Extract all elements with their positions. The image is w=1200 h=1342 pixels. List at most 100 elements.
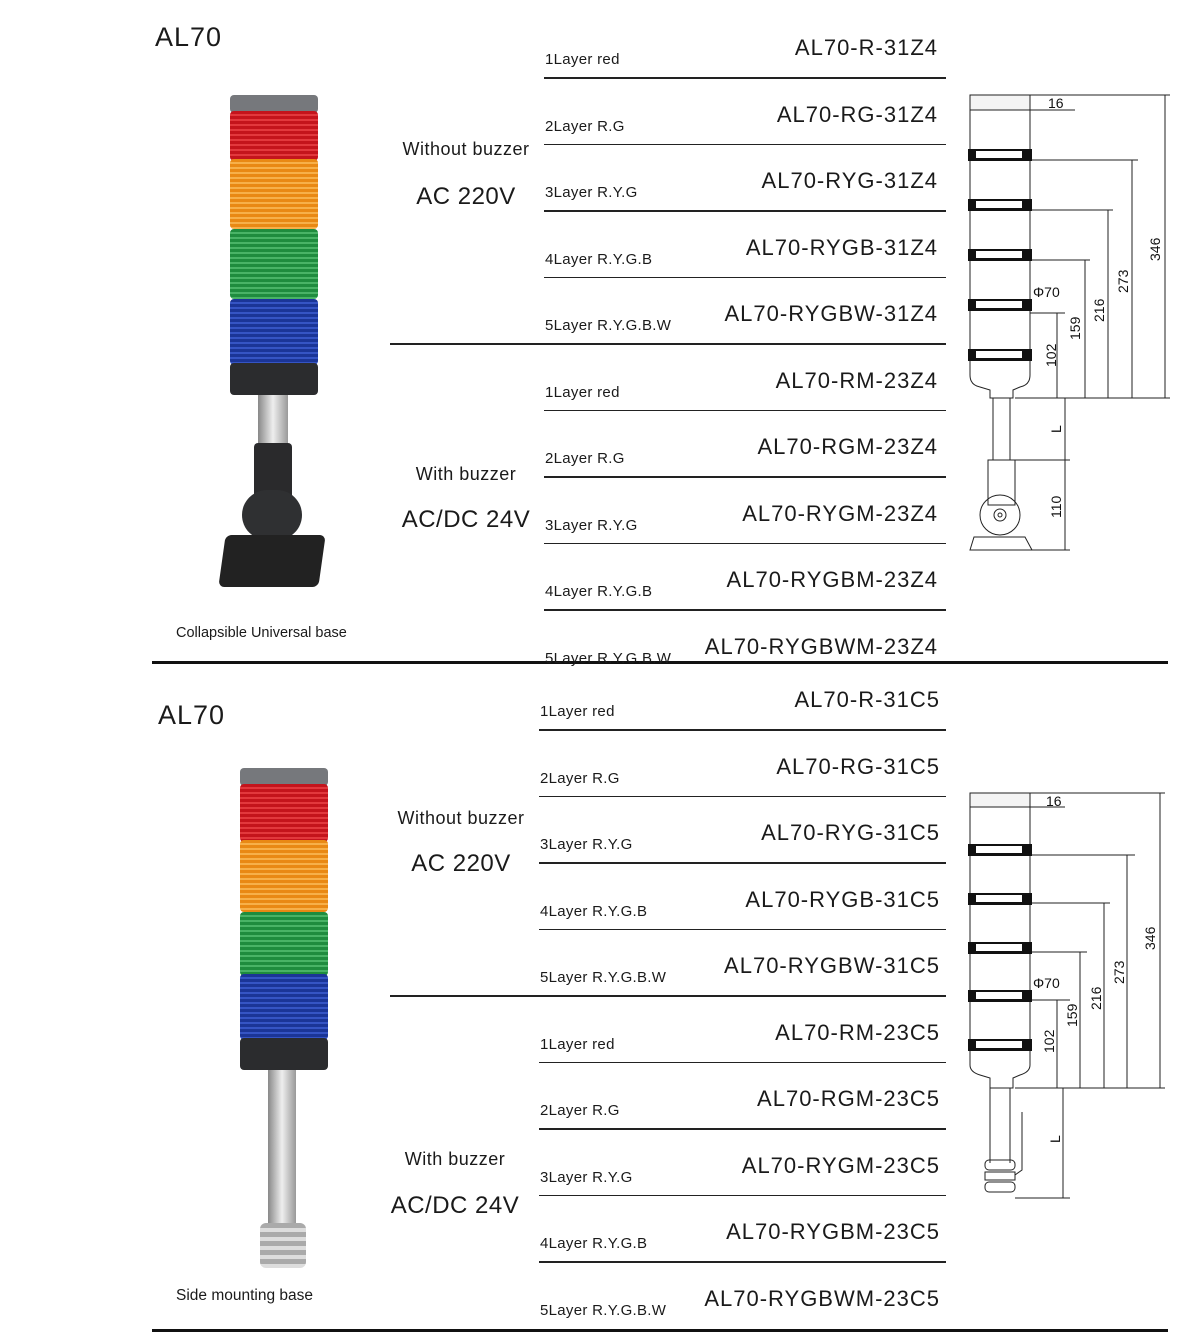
row-divider	[544, 143, 946, 145]
model-number: AL70-RYGB-31Z4	[745, 234, 938, 260]
layer-label: 3Layer R.Y.G	[540, 1168, 633, 1186]
model-number: AL70-RYGBW-31C5	[724, 953, 940, 978]
row-divider	[544, 77, 946, 79]
row-divider	[544, 210, 946, 212]
dim-pole-length: L	[1047, 1135, 1063, 1143]
dim-pole-length: L	[1048, 425, 1064, 433]
group-name: With buzzer	[404, 1149, 506, 1169]
green-layer	[230, 229, 318, 299]
blue-layer	[240, 974, 328, 1040]
row-divider	[539, 928, 946, 930]
layer-label: 3Layer R.Y.G	[545, 184, 638, 201]
orange-layer	[230, 159, 318, 229]
model-number: AL70-RYGM-23Z4	[742, 500, 938, 526]
section-title: AL70	[155, 22, 223, 52]
model-number: AL70-RYG-31C5	[761, 820, 940, 845]
row-divider	[539, 1128, 946, 1130]
layer-label: 2Layer R.G	[545, 117, 625, 135]
layer-label: 1Layer red	[540, 1035, 615, 1053]
dim-346: 346	[1147, 237, 1163, 261]
dim-top: 16	[1048, 95, 1064, 111]
row-divider	[544, 476, 946, 478]
model-number: AL70-RYGBW-31Z4	[724, 301, 938, 326]
group-divider	[390, 995, 946, 997]
red-layer	[230, 111, 318, 161]
pole	[258, 395, 288, 445]
model-number: AL70-RYGB-31C5	[745, 886, 940, 912]
model-number: AL70-RYGBM-23Z4	[726, 567, 938, 592]
model-number: AL70-RGM-23C5	[757, 1086, 940, 1111]
row-divider	[544, 609, 946, 611]
model-number: AL70-RM-23Z4	[775, 367, 938, 393]
dim-diameter: Φ70	[1033, 284, 1060, 300]
layer-label: 1Layer red	[545, 383, 620, 401]
layer-label: 5Layer R.Y.G.B.W	[540, 1301, 667, 1319]
model-number: AL70-RM-23C5	[775, 1019, 940, 1045]
row-divider	[539, 1194, 946, 1196]
layer-label: 3Layer R.Y.G	[545, 516, 638, 534]
dim-102: 102	[1041, 1029, 1057, 1053]
model-number: AL70-R-31Z4	[794, 35, 938, 60]
model-number: AL70-RG-31Z4	[776, 101, 938, 127]
section-title: AL70	[158, 700, 226, 730]
group-name: Without buzzer	[397, 808, 525, 828]
tower-light-photo-side-mount	[240, 768, 328, 1278]
row-divider	[544, 276, 946, 278]
layer-label: 4Layer R.Y.G.B	[540, 1235, 648, 1252]
row-divider	[539, 1061, 946, 1063]
dim-110: 110	[1048, 495, 1064, 518]
row-divider	[544, 409, 946, 411]
model-number: AL70-RYGBM-23C5	[726, 1219, 940, 1244]
layer-label: 1Layer red	[545, 51, 620, 68]
layer-label: 5Layer R.Y.G.B.W	[545, 317, 672, 334]
layer-label: 4Layer R.Y.G.B	[545, 250, 653, 268]
layer-label: 2Layer R.G	[540, 769, 620, 787]
model-number: AL70-RYG-31Z4	[761, 168, 938, 193]
group-name: Without buzzer	[402, 139, 530, 159]
layer-label: 2Layer R.G	[540, 1102, 620, 1119]
lamp-base	[240, 1038, 328, 1070]
dim-273: 273	[1115, 269, 1131, 293]
model-number: AL70-R-31C5	[794, 687, 940, 712]
base-plate	[218, 535, 326, 587]
layer-label: 1Layer red	[540, 703, 615, 720]
layer-label: 4Layer R.Y.G.B	[545, 583, 653, 600]
model-number: AL70-RG-31C5	[776, 753, 940, 779]
row-divider	[539, 1261, 946, 1263]
dimension-drawing-side-mount: 16 Φ70 102 159 216 273 346 L	[968, 792, 1165, 1199]
lamp-cap	[240, 768, 328, 786]
row-divider	[544, 542, 946, 544]
blue-layer	[230, 299, 318, 365]
dim-diameter: Φ70	[1033, 975, 1060, 991]
row-divider	[539, 862, 946, 864]
product-caption: Collapsible Universal base	[176, 625, 347, 641]
red-layer	[240, 784, 328, 842]
product-caption: Side mounting base	[176, 1287, 314, 1304]
model-number: AL70-RYGM-23C5	[741, 1152, 940, 1178]
model-number: AL70-RGM-23Z4	[757, 434, 938, 459]
lamp-cap	[230, 95, 318, 113]
layer-label: 4Layer R.Y.G.B	[540, 902, 648, 920]
lamp-base	[230, 363, 318, 395]
group-name: With buzzer	[415, 464, 517, 484]
green-layer	[240, 912, 328, 976]
group-voltage: AC/DC 24V	[401, 506, 531, 533]
section-divider	[152, 1329, 1168, 1332]
dim-273: 273	[1111, 960, 1127, 984]
group-voltage: AC/DC 24V	[390, 1192, 520, 1219]
side-mount-bracket	[260, 1223, 306, 1268]
row-divider	[539, 795, 946, 797]
group-voltage: AC 220V	[416, 183, 516, 210]
row-divider	[539, 729, 946, 731]
dim-216: 216	[1088, 986, 1104, 1010]
layer-label: 2Layer R.G	[545, 450, 625, 467]
group-voltage: AC 220V	[411, 850, 511, 877]
orange-layer	[240, 840, 328, 912]
tower-light-photo-universal-base	[218, 95, 326, 595]
model-number: AL70-RYGBWM-23Z4	[704, 633, 938, 659]
hinge	[242, 490, 302, 540]
dim-top: 16	[1046, 793, 1062, 809]
layer-label: 5Layer R.Y.G.B.W	[545, 649, 672, 667]
dim-216: 216	[1091, 298, 1107, 322]
